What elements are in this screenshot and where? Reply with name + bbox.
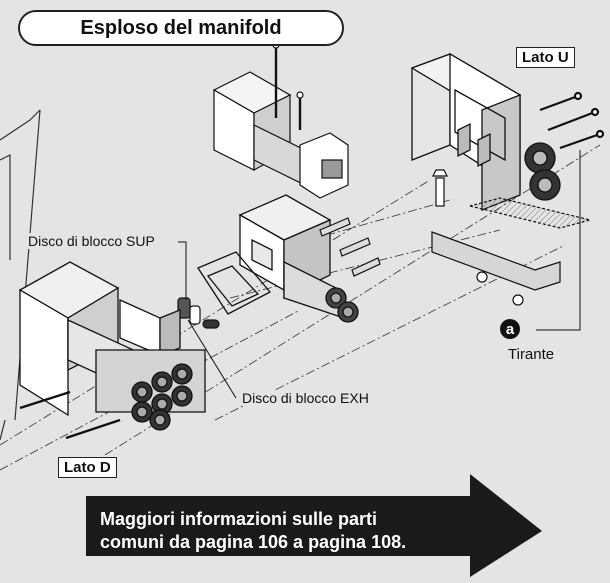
info-callout-line2: comuni da pagina 106 a pagina 108. [100, 532, 407, 552]
side-gasket [197, 251, 272, 315]
label-disco-exh: Disco di blocco EXH [240, 390, 371, 406]
tie-rods [539, 91, 605, 150]
tie-rod-studs [319, 217, 381, 277]
valve-assembly-left [18, 261, 206, 440]
end-plate-u [410, 52, 561, 211]
disk-leaders [178, 241, 237, 399]
din-rail-bracket [431, 169, 591, 306]
info-callout-line1: Maggiori informazioni sulle parti [100, 509, 378, 529]
left-frame-lines [0, 109, 41, 441]
label-lato-d: Lato D [58, 457, 117, 478]
label-disco-sup: Disco di blocco SUP [26, 233, 157, 249]
blocking-disks [177, 297, 220, 329]
solenoid-valve-top [212, 41, 349, 199]
info-callout: Maggiori informazioni sulle parti comuni… [100, 508, 500, 554]
manifold-block-center [238, 194, 359, 323]
page-title: Esploso del manifold [18, 10, 344, 46]
label-lato-u: Lato U [516, 47, 575, 68]
label-tirante: Tirante [506, 346, 557, 363]
info-arrow [86, 474, 542, 577]
tirante-leader [536, 150, 581, 331]
tirante-badge: a [500, 319, 520, 339]
